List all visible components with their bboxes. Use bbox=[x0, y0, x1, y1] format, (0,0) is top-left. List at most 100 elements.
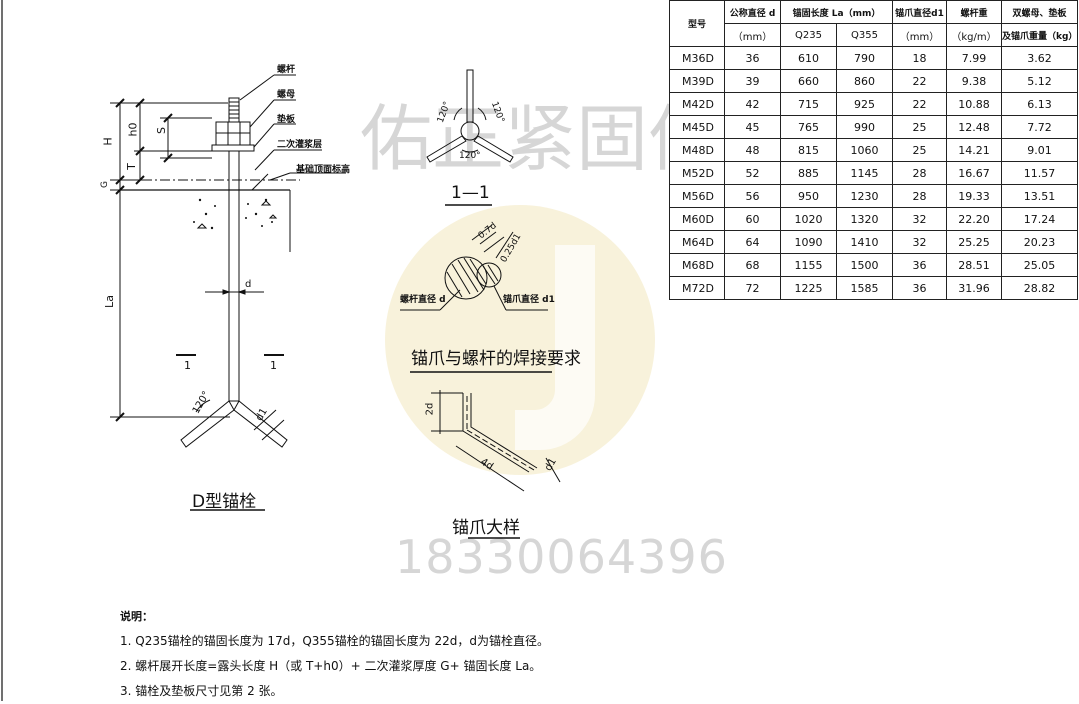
spec-table: 型号 公称直径 d 锚固长度 La（mm） 锚爪直径d1 螺杆重 双螺母、垫板 … bbox=[669, 0, 1078, 300]
table-cell: 3.62 bbox=[1001, 46, 1078, 70]
table-cell: 28 bbox=[892, 184, 947, 208]
table-cell: 64 bbox=[724, 230, 781, 254]
table-cell: M64D bbox=[669, 230, 725, 254]
title-weld: 锚爪与螺杆的焊接要求 bbox=[411, 349, 581, 369]
table-cell: 1225 bbox=[780, 276, 837, 300]
table-cell: 22.20 bbox=[946, 207, 1002, 231]
label-washer: 垫板 bbox=[277, 115, 296, 125]
table-cell: 36 bbox=[892, 253, 947, 277]
table-cell: 765 bbox=[780, 115, 837, 139]
table-cell: 9.01 bbox=[1001, 138, 1078, 162]
dim-S: S bbox=[154, 127, 168, 134]
table-cell: 68 bbox=[724, 253, 781, 277]
table-cell: 7.72 bbox=[1001, 115, 1078, 139]
table-cell: M39D bbox=[669, 69, 725, 93]
table-cell: 9.38 bbox=[946, 69, 1002, 93]
table-cell: M60D bbox=[669, 207, 725, 231]
table-cell: 19.33 bbox=[946, 184, 1002, 208]
table-cell: 1230 bbox=[836, 184, 893, 208]
table-cell: 860 bbox=[836, 69, 893, 93]
table-cell: 1410 bbox=[836, 230, 893, 254]
table-cell: M52D bbox=[669, 161, 725, 185]
table-cell: M68D bbox=[669, 253, 725, 277]
note-1: 1. Q235锚栓的锚固长度为 17d，Q355锚栓的锚固长度为 22d，d为锚… bbox=[120, 634, 549, 648]
table-cell: 715 bbox=[780, 92, 837, 116]
table-cell: 11.57 bbox=[1001, 161, 1078, 185]
table-cell: 1155 bbox=[780, 253, 837, 277]
table-cell: M48D bbox=[669, 138, 725, 162]
header-unit-mm-2: （mm） bbox=[892, 23, 947, 47]
nut-bottom bbox=[215, 132, 251, 146]
dim-La: La bbox=[102, 295, 116, 308]
table-cell: 25 bbox=[892, 138, 947, 162]
table-cell: 72 bbox=[724, 276, 781, 300]
table-cell: 5.12 bbox=[1001, 69, 1078, 93]
table-cell: 60 bbox=[724, 207, 781, 231]
table-cell: 20.23 bbox=[1001, 230, 1078, 254]
dim-d: d bbox=[245, 279, 252, 290]
section-mark-right: 1 bbox=[270, 359, 277, 372]
header-nut-weight: 双螺母、垫板 bbox=[1001, 0, 1078, 24]
table-cell: 52 bbox=[724, 161, 781, 185]
table-cell: 25.25 bbox=[946, 230, 1002, 254]
label-claw-dia: 锚爪直径 d1 bbox=[503, 295, 555, 305]
label-grout: 二次灌浆层 bbox=[277, 140, 323, 150]
table-cell: 10.88 bbox=[946, 92, 1002, 116]
nut-top bbox=[215, 121, 251, 134]
watermark-logo bbox=[385, 205, 655, 475]
header-q355: Q355 bbox=[836, 23, 893, 47]
notes: 说明： 1. Q235锚栓的锚固长度为 17d，Q355锚栓的锚固长度为 22d… bbox=[120, 604, 549, 704]
table-cell: 790 bbox=[836, 46, 893, 70]
table-cell: 950 bbox=[780, 184, 837, 208]
label-foundation: 基础顶面标高 bbox=[296, 165, 351, 175]
header-model: 型号 bbox=[669, 0, 725, 47]
table-cell: 31.96 bbox=[946, 276, 1002, 300]
table-cell: 45 bbox=[724, 115, 781, 139]
label-nut: 螺母 bbox=[277, 90, 296, 100]
table-cell: 610 bbox=[780, 46, 837, 70]
table-cell: 885 bbox=[780, 161, 837, 185]
table-cell: 12.48 bbox=[946, 115, 1002, 139]
dim-2d: 2d bbox=[424, 402, 436, 416]
table-cell: 28 bbox=[892, 161, 947, 185]
table-cell: 1500 bbox=[836, 253, 893, 277]
table-cell: 28.82 bbox=[1001, 276, 1078, 300]
notes-heading: 说明： bbox=[120, 610, 153, 623]
table-cell: 22 bbox=[892, 69, 947, 93]
table-cell: 990 bbox=[836, 115, 893, 139]
note-2: 2. 螺杆展开长度=露头长度 H（或 T+h0）+ 二次灌浆厚度 G+ 锚固长度… bbox=[120, 659, 542, 673]
table-cell: 14.21 bbox=[946, 138, 1002, 162]
dim-H: H bbox=[101, 137, 115, 146]
title-claw: 锚爪大样 bbox=[452, 518, 520, 538]
table-cell: M36D bbox=[669, 46, 725, 70]
table-cell: 1090 bbox=[780, 230, 837, 254]
table-cell: 1145 bbox=[836, 161, 893, 185]
table-cell: 13.51 bbox=[1001, 184, 1078, 208]
table-cell: 925 bbox=[836, 92, 893, 116]
table-cell: 16.67 bbox=[946, 161, 1002, 185]
table-cell: 48 bbox=[724, 138, 781, 162]
table-cell: 32 bbox=[892, 207, 947, 231]
label-rod: 螺杆 bbox=[277, 65, 296, 75]
table-cell: 1320 bbox=[836, 207, 893, 231]
table-cell: M72D bbox=[669, 276, 725, 300]
bolt-rod bbox=[228, 150, 240, 402]
washer-plate bbox=[211, 144, 255, 152]
table-cell: 36 bbox=[892, 276, 947, 300]
table-cell: 56 bbox=[724, 184, 781, 208]
table-cell: 36 bbox=[724, 46, 781, 70]
table-cell: 17.24 bbox=[1001, 207, 1078, 231]
table-cell: 6.13 bbox=[1001, 92, 1078, 116]
